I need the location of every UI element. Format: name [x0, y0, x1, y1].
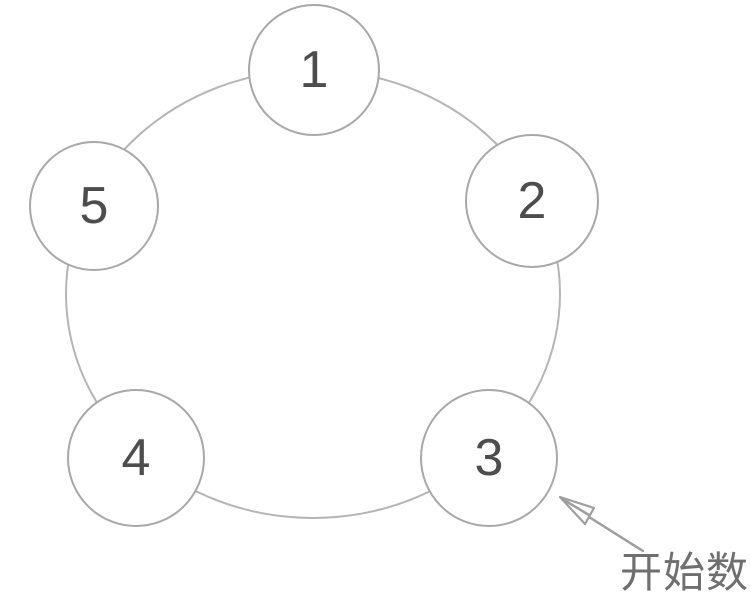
node-circle-3: 3	[420, 389, 558, 527]
node-number: 2	[517, 172, 547, 230]
node-circle-5: 5	[29, 141, 159, 271]
node-circle-2: 2	[465, 134, 599, 268]
node-circle-1: 1	[248, 4, 380, 136]
node-circle-4: 4	[67, 389, 205, 527]
node-number: 5	[79, 177, 109, 235]
arrow-shaft	[587, 515, 645, 553]
node-number: 3	[474, 429, 504, 487]
arrow-head-crease	[562, 498, 591, 517]
node-number: 1	[299, 41, 329, 99]
arrow-head-icon	[558, 495, 596, 526]
start-counting-label: 开始数	[620, 549, 750, 596]
node-number: 4	[121, 429, 151, 487]
